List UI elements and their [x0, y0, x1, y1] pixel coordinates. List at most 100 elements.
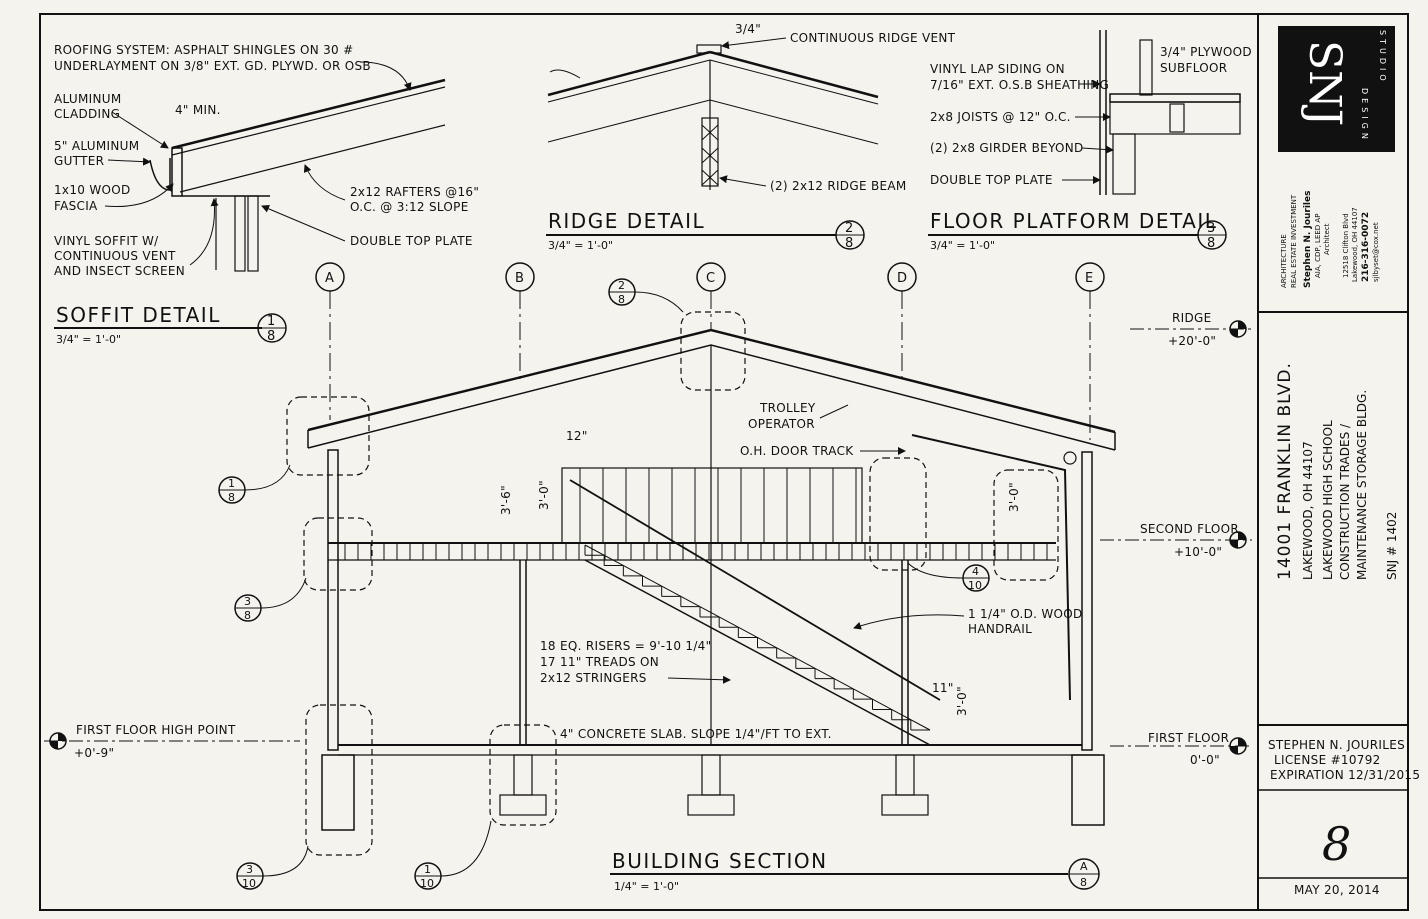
detail-tag-4: 4 10 — [907, 562, 990, 592]
svg-text:8: 8 — [618, 293, 625, 306]
floor-title: FLOOR PLATFORM DETAIL — [930, 209, 1217, 233]
svg-text:10: 10 — [420, 877, 434, 890]
gutter-label-2: GUTTER — [54, 154, 104, 168]
soffit-leader — [189, 198, 219, 266]
svg-text:1: 1 — [267, 314, 275, 329]
gutter-label-1: 5" ALUMINUM — [54, 139, 139, 153]
soffit-detail-tag: 1 8 — [257, 313, 287, 344]
svg-text:3: 3 — [244, 595, 251, 608]
svg-text:A: A — [325, 271, 334, 286]
architect-role: Architect — [1323, 223, 1331, 255]
svg-text:E: E — [1085, 271, 1093, 286]
second-floor-label: SECOND FLOOR — [1140, 522, 1239, 536]
top-plate-label: DOUBLE TOP PLATE — [350, 234, 473, 248]
handrail-label-1: 1 1/4" O.D. WOOD — [968, 607, 1083, 621]
first-floor-level-marker — [1110, 737, 1252, 755]
logo-sub-studio: STUDIO — [1378, 30, 1387, 85]
firm-line-1: ARCHITECTURE — [1280, 234, 1288, 288]
svg-text:10: 10 — [242, 877, 256, 890]
second-floor-level-marker — [1100, 531, 1252, 549]
detail-tag-ridge: 2 8 — [608, 278, 684, 313]
ridge-beam-leader — [719, 175, 767, 187]
ridge-scale: 3/4" = 1'-0" — [548, 239, 613, 252]
ridge-beam-label: (2) 2x12 RIDGE BEAM — [770, 179, 907, 193]
dim-12: 12" — [566, 429, 588, 443]
dim-30b: 3'-0" — [1007, 482, 1021, 512]
railing-balusters — [579, 468, 857, 543]
soffit-title: SOFFIT DETAIL — [56, 303, 221, 327]
girder-label: (2) 2x8 GIRDER BEYOND — [930, 141, 1084, 155]
siding-label-2: 7/16" EXT. O.S.B SHEATHING — [930, 78, 1109, 92]
project-name-1: LAKEWOOD HIGH SCHOOL — [1321, 420, 1335, 580]
roofing-leader — [359, 61, 412, 91]
grid-bubble-a: A — [315, 262, 345, 420]
floor-joists — [344, 543, 1048, 560]
svg-text:3: 3 — [246, 863, 253, 876]
rafters-label-1: 2x12 RAFTERS @16" — [350, 185, 479, 199]
first-floor-label: FIRST FLOOR — [1148, 731, 1229, 745]
issue-date: MAY 20, 2014 — [1294, 883, 1380, 897]
license-name: STEPHEN N. JOURILES — [1268, 738, 1405, 752]
door-track-label: O.H. DOOR TRACK — [740, 444, 854, 458]
stair-treads — [584, 545, 930, 731]
detail-tag-soffit: 1 8 — [218, 464, 291, 504]
project-city: LAKEWOOD, OH 44107 — [1301, 441, 1315, 580]
title-block: SNJ DESIGN STUDIO ARCHITECTURE REAL ESTA… — [1258, 26, 1420, 897]
handrail-label-2: HANDRAIL — [968, 622, 1032, 636]
soffit-label-3: AND INSECT SCREEN — [54, 264, 185, 278]
soffit-scale: 3/4" = 1'-0" — [56, 333, 121, 346]
stair-leader — [667, 675, 731, 684]
rafters-label-2: O.C. @ 3:12 SLOPE — [350, 200, 469, 214]
ridge-title: RIDGE DETAIL — [548, 209, 705, 233]
ridge-detail-tag: 2 8 — [835, 220, 865, 251]
ridge-level-elev: +20'-0" — [1168, 334, 1216, 348]
dim-36: 3'-6" — [499, 485, 513, 515]
trolley-label-1: TROLLEY — [759, 401, 816, 415]
subfloor-label-1: 3/4" PLYWOOD — [1160, 45, 1252, 59]
rafters-leader — [303, 164, 346, 201]
svg-text:8: 8 — [1080, 876, 1087, 889]
floor-detail-tag: 3 8 — [1197, 220, 1227, 251]
logo-sub-design: DESIGN — [1360, 88, 1369, 143]
high-point-level-marker — [44, 732, 300, 750]
svg-text:2: 2 — [618, 279, 625, 292]
handrail-leader — [853, 614, 965, 630]
trolley-leader — [819, 404, 849, 419]
firm-line-2: REAL ESTATE INVESTMENT — [1290, 194, 1298, 288]
dim-11: 11" — [932, 681, 954, 695]
svg-text:4: 4 — [972, 565, 979, 578]
license-expiration: EXPIRATION 12/31/2015 — [1270, 768, 1420, 782]
gutter-leader — [107, 157, 151, 166]
ridge-vent-leader — [721, 37, 787, 50]
top-plate-leader — [261, 205, 346, 242]
high-point-label: FIRST FLOOR HIGH POINT — [76, 723, 236, 737]
soffit-label-2: CONTINUOUS VENT — [54, 249, 176, 263]
roofing-note-1: ROOFING SYSTEM: ASPHALT SHINGLES ON 30 # — [54, 43, 353, 57]
high-point-elev: +0'-9" — [74, 746, 114, 760]
svg-text:10: 10 — [968, 579, 982, 592]
grid-bubble-c: C — [696, 262, 726, 330]
firm-phone: 216-316-0072 — [1361, 212, 1371, 282]
fascia-label-1: 1x10 WOOD — [54, 183, 131, 197]
project-name-3: MAINTENANCE STORAGE BLDG. — [1355, 390, 1369, 580]
svg-text:8: 8 — [845, 236, 853, 251]
second-floor-elev: +10'-0" — [1174, 545, 1222, 559]
ridge-level-marker — [1130, 320, 1252, 338]
svg-text:1: 1 — [228, 477, 235, 490]
ridge-vent-label: CONTINUOUS RIDGE VENT — [790, 31, 956, 45]
siding-label-1: VINYL LAP SIDING ON — [930, 62, 1065, 76]
slab-note: 4" CONCRETE SLAB. SLOPE 1/4"/FT TO EXT. — [560, 727, 832, 741]
dim-30c: 3'-0" — [955, 686, 969, 716]
girder-leader — [1081, 145, 1114, 154]
svg-text:C: C — [706, 271, 715, 286]
first-floor-elev: 0'-0" — [1190, 753, 1220, 767]
fascia-label-2: FASCIA — [54, 199, 98, 213]
svg-text:D: D — [897, 271, 907, 286]
subfloor-label-2: SUBFLOOR — [1160, 61, 1227, 75]
license-number: LICENSE #10792 — [1274, 753, 1381, 767]
stair-label-1: 18 EQ. RISERS = 9'-10 1/4" — [540, 639, 711, 653]
ridge-detail — [547, 44, 879, 190]
section-title: BUILDING SECTION — [612, 849, 828, 873]
firm-address-1: 12518 Clifton Blvd — [1342, 213, 1350, 278]
